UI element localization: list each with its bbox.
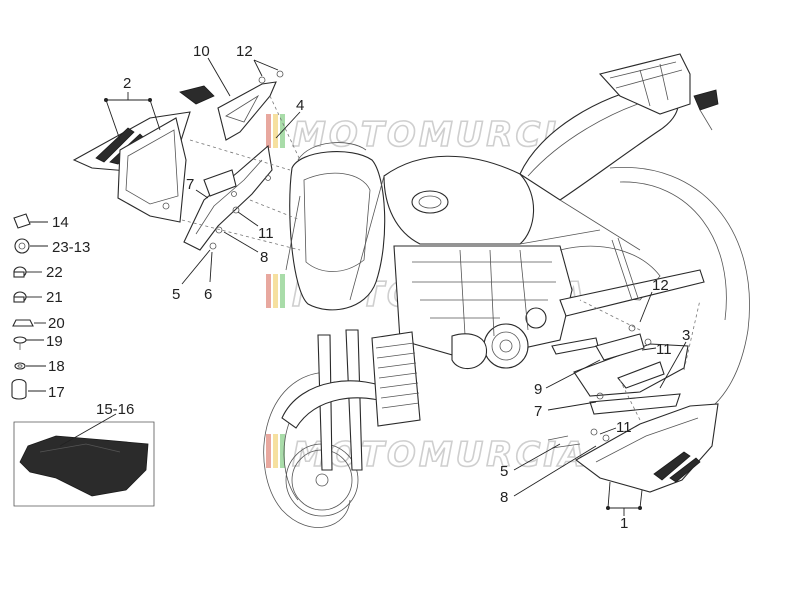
callout-4: 4	[296, 97, 304, 114]
clip-14-icon	[13, 213, 31, 229]
callout-6: 6	[204, 286, 212, 303]
part-15-16-inset	[13, 421, 155, 507]
callout-9: 9	[534, 381, 542, 398]
callout-12-top: 12	[236, 43, 253, 60]
callout-17: 17	[48, 384, 65, 401]
part-10-bracket	[179, 70, 284, 141]
callout-22: 22	[46, 264, 63, 281]
callout-8-left: 8	[260, 249, 268, 266]
callout-5-left: 5	[172, 286, 180, 303]
callout-15-16: 15-16	[96, 401, 134, 418]
callout-1: 1	[620, 515, 628, 532]
callout-7-right: 7	[534, 403, 542, 420]
fasteners-right	[547, 324, 652, 449]
grommet-23-13-icon	[14, 238, 30, 254]
watermark-bottom: MOTOMURCIA	[266, 434, 588, 476]
part-1-belly-pan	[574, 403, 719, 493]
bush-17-icon	[11, 378, 27, 400]
callout-10: 10	[193, 43, 210, 60]
callout-2: 2	[123, 75, 131, 92]
callout-19: 19	[46, 333, 63, 350]
callout-11-right-bottom: 11	[616, 419, 632, 436]
motorcycle-line-art	[263, 53, 750, 528]
callout-8-right: 8	[500, 489, 508, 506]
callout-5-right: 5	[500, 463, 508, 480]
assembly-guide-lines	[181, 95, 701, 421]
callout-12-right: 12	[652, 277, 669, 294]
callout-11-right-top: 11	[656, 341, 672, 358]
part-4-inner-panel	[183, 144, 273, 251]
hardware-column	[11, 213, 34, 400]
callout-23-13: 23-13	[52, 239, 90, 256]
watermark-text: MOTOMURCIA	[292, 435, 588, 475]
screw-19-icon	[13, 336, 27, 350]
callout-14: 14	[52, 214, 69, 231]
callout-18: 18	[48, 358, 65, 375]
callout-labels: 2 10 12 4 7 11 8 5 6 14 23-13 22 21 20 1…	[46, 43, 690, 532]
callout-11-left: 11	[258, 225, 274, 242]
nut-21-icon	[13, 291, 27, 303]
leader-lines	[26, 57, 687, 516]
callout-21: 21	[46, 289, 63, 306]
nut-22-icon	[13, 266, 27, 278]
callout-7-left: 7	[186, 176, 194, 193]
part-3-lower-fairing	[573, 333, 689, 415]
callout-3: 3	[682, 327, 690, 344]
washer-18-icon	[14, 362, 26, 370]
part-2-side-fairing	[72, 111, 191, 223]
callout-20: 20	[48, 315, 65, 332]
cap-20-icon	[12, 319, 34, 327]
